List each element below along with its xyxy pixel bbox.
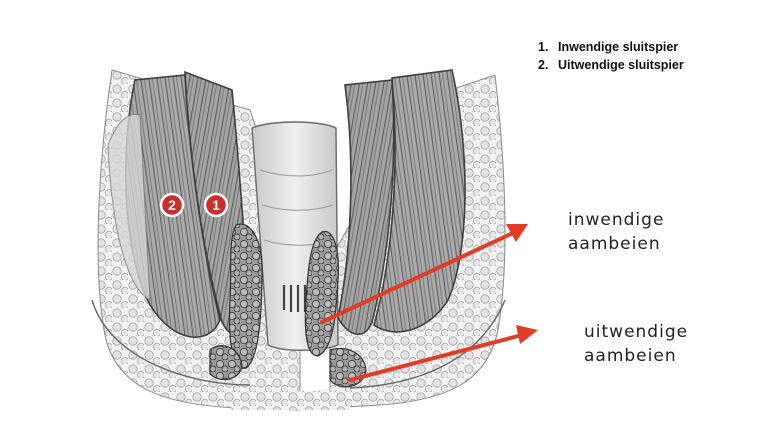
legend: 1.Inwendige sluitspier 2.Uitwendige slui… — [538, 38, 684, 74]
label-line: uitwendige — [584, 320, 688, 344]
label-line: aambeien — [568, 232, 664, 256]
arrowhead-icon — [516, 325, 538, 344]
svg-text:1: 1 — [212, 197, 220, 213]
legend-number: 1. — [538, 38, 558, 56]
legend-item: 2.Uitwendige sluitspier — [538, 56, 684, 74]
external-hemorrhoids-label: uitwendige aambeien — [584, 320, 688, 368]
label-line: inwendige — [568, 208, 664, 232]
marker-2: 2 — [161, 194, 183, 216]
right-sphincter — [338, 70, 465, 334]
legend-label: Uitwendige sluitspier — [558, 58, 684, 72]
legend-number: 2. — [538, 56, 558, 74]
legend-item: 1.Inwendige sluitspier — [538, 38, 684, 56]
marker-1: 1 — [205, 194, 227, 216]
svg-text:2: 2 — [168, 197, 176, 213]
label-line: aambeien — [584, 344, 688, 368]
internal-hemorrhoids-label: inwendige aambeien — [568, 208, 664, 256]
legend-label: Inwendige sluitspier — [558, 40, 678, 54]
